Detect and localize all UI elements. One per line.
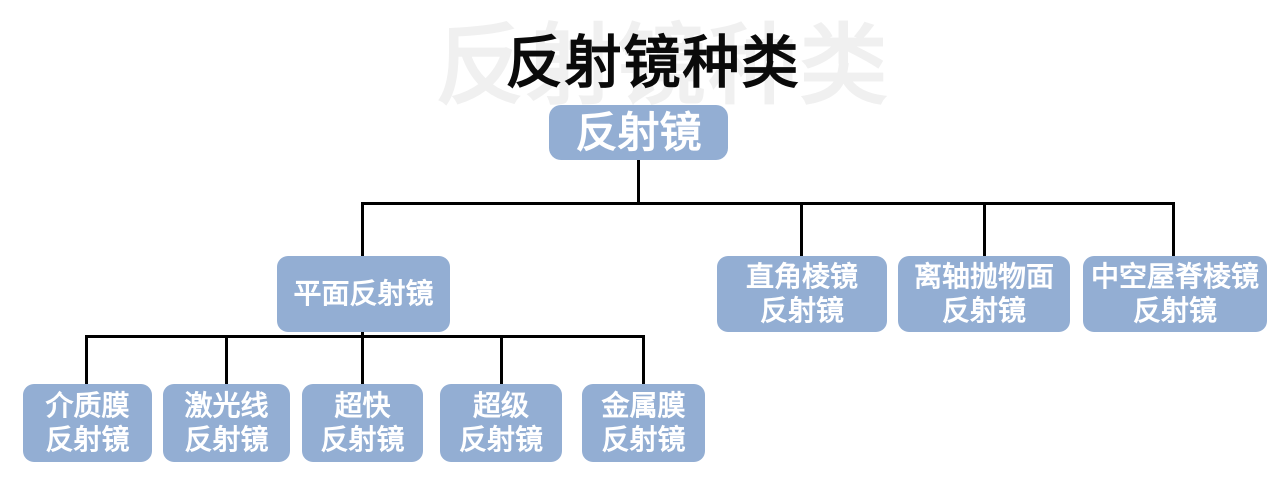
connector-plane-stub bbox=[361, 332, 364, 384]
node-label-line2: 反射镜 bbox=[1132, 294, 1217, 327]
node-offaxis-parabolic-mirror: 离轴抛物面 反射镜 bbox=[898, 256, 1070, 332]
node-label-line2: 反射镜 bbox=[184, 423, 269, 456]
node-label-line2: 反射镜 bbox=[458, 423, 543, 456]
node-metal-film-mirror: 金属膜 反射镜 bbox=[582, 384, 705, 462]
node-label-line1: 离轴抛物面 bbox=[913, 260, 1054, 293]
node-hollow-roof-prism-mirror: 中空屋脊棱镜 反射镜 bbox=[1083, 256, 1267, 332]
node-label-line1: 中空屋脊棱镜 bbox=[1090, 260, 1259, 293]
connector-rail-level3 bbox=[85, 335, 645, 338]
node-label: 反射镜 bbox=[575, 107, 702, 157]
node-reflector-root: 反射镜 bbox=[549, 105, 728, 160]
connector-drop-offaxis bbox=[983, 202, 986, 256]
connector-drop-dielectric bbox=[85, 335, 88, 384]
node-label-line1: 直角棱镜 bbox=[745, 260, 858, 293]
connector-drop-metalfilm bbox=[642, 335, 645, 384]
connector-drop-plane bbox=[361, 202, 364, 256]
connector-drop-roofprism bbox=[1172, 202, 1175, 256]
node-ultrafast-mirror: 超快 反射镜 bbox=[302, 384, 423, 462]
connector-drop-rightangle bbox=[800, 202, 803, 256]
node-label-line2: 反射镜 bbox=[601, 423, 686, 456]
connector-rail-level2 bbox=[361, 202, 1175, 205]
title-ghost-echo: 反射镜种类 bbox=[435, 13, 891, 117]
node-label-line1: 介质膜 bbox=[45, 389, 130, 422]
node-label-line2: 反射镜 bbox=[45, 423, 130, 456]
node-label-line1: 超快 bbox=[334, 389, 391, 422]
node-rightangle-prism-mirror: 直角棱镜 反射镜 bbox=[717, 256, 887, 332]
node-super-mirror: 超级 反射镜 bbox=[440, 384, 562, 462]
node-label-line1: 激光线 bbox=[184, 389, 269, 422]
node-label-line1: 超级 bbox=[472, 389, 529, 422]
node-label-line2: 反射镜 bbox=[759, 294, 844, 327]
node-label-line2: 反射镜 bbox=[320, 423, 405, 456]
node-plane-mirror: 平面反射镜 bbox=[277, 256, 450, 332]
connector-root-drop bbox=[637, 160, 640, 205]
connector-drop-super bbox=[500, 335, 503, 384]
node-label-line2: 反射镜 bbox=[941, 294, 1026, 327]
page-title: 反射镜种类 bbox=[505, 30, 801, 96]
node-laser-line-mirror: 激光线 反射镜 bbox=[163, 384, 290, 462]
node-dielectric-film-mirror: 介质膜 反射镜 bbox=[23, 384, 152, 462]
connector-drop-laserline bbox=[225, 335, 228, 384]
node-label-line1: 金属膜 bbox=[601, 389, 686, 422]
node-label-line1: 平面反射镜 bbox=[293, 277, 434, 310]
